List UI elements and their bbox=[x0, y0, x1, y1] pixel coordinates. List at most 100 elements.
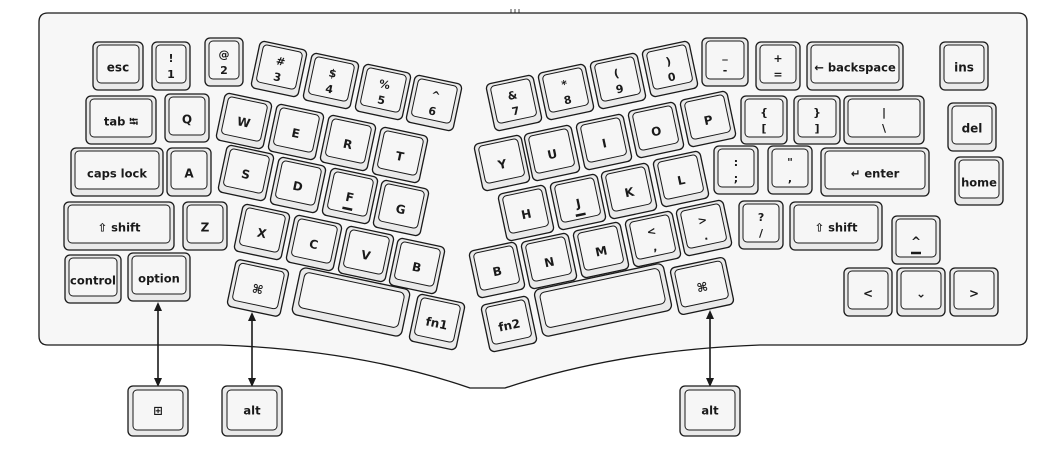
key-t[interactable]: T bbox=[371, 126, 429, 184]
key-u-keycap-top bbox=[528, 128, 575, 174]
key-u[interactable]: U bbox=[523, 124, 581, 182]
key-7[interactable]: &7 bbox=[485, 74, 543, 132]
key-left-legend: < bbox=[863, 287, 873, 301]
key-control[interactable]: control bbox=[64, 254, 122, 304]
key-caps-lock[interactable]: caps lock bbox=[70, 147, 164, 197]
key-left[interactable]: < bbox=[843, 267, 893, 317]
key-d[interactable]: D bbox=[269, 156, 327, 214]
key-j[interactable]: J bbox=[549, 173, 607, 231]
key-l-keycap-top bbox=[657, 154, 704, 200]
key-1[interactable]: !1 bbox=[151, 41, 191, 91]
key-k[interactable]: K bbox=[600, 162, 658, 220]
key-e[interactable]: E bbox=[267, 103, 325, 161]
key-d-legend: D bbox=[291, 179, 304, 195]
key-p[interactable]: P bbox=[679, 90, 737, 148]
key-o[interactable]: O bbox=[627, 101, 685, 159]
key-v[interactable]: V bbox=[337, 225, 395, 283]
key-4[interactable]: $4 bbox=[302, 52, 360, 110]
key-period[interactable]: >. bbox=[675, 199, 733, 257]
key-s-keycap-top bbox=[223, 148, 270, 194]
key-del[interactable]: del bbox=[947, 102, 997, 152]
key-slash[interactable]: ?/ bbox=[738, 200, 784, 250]
key-c[interactable]: C bbox=[285, 214, 343, 272]
key-5-keycap-top bbox=[360, 67, 407, 113]
key-n-legend: N bbox=[543, 255, 556, 271]
key-equal[interactable]: += bbox=[755, 41, 801, 91]
key-comma[interactable]: <, bbox=[624, 210, 682, 268]
key-esc[interactable]: esc bbox=[92, 41, 144, 91]
key-quote[interactable]: ", bbox=[767, 145, 813, 195]
key-f[interactable]: F bbox=[321, 167, 379, 225]
key-1-shift-legend: ! bbox=[168, 52, 173, 65]
key-7-legend: 7 bbox=[511, 104, 521, 118]
space-bar-right[interactable] bbox=[533, 263, 673, 337]
key-quote-legend: , bbox=[788, 172, 792, 185]
key-y-legend: Y bbox=[496, 157, 509, 173]
key-right[interactable]: > bbox=[949, 267, 999, 317]
key-q[interactable]: Q bbox=[164, 93, 210, 143]
key-cmd-left[interactable]: ⌘ bbox=[226, 259, 290, 317]
alt-right-callout-keycap-top bbox=[684, 389, 736, 431]
key-home[interactable]: home bbox=[954, 156, 1004, 206]
key-enter[interactable]: ↵ enter bbox=[820, 147, 930, 197]
key-0[interactable]: )0 bbox=[641, 40, 699, 98]
key-fn1[interactable]: fn1 bbox=[408, 293, 466, 351]
key-s[interactable]: S bbox=[217, 144, 275, 202]
key-w-keycap-top bbox=[221, 96, 268, 142]
key-down[interactable]: ⌄ bbox=[896, 267, 946, 317]
key-up[interactable]: ^ bbox=[891, 215, 941, 265]
key-backslash-shift-legend: | bbox=[882, 106, 886, 119]
key-m[interactable]: M bbox=[572, 221, 630, 279]
key-s-legend: S bbox=[240, 167, 251, 182]
key-minus[interactable]: _- bbox=[701, 37, 749, 87]
key-9[interactable]: (9 bbox=[589, 52, 647, 110]
key-i[interactable]: I bbox=[575, 113, 633, 171]
key-fn2[interactable]: fn2 bbox=[480, 295, 538, 353]
key-left-shift[interactable]: ⇧ shift bbox=[63, 201, 175, 251]
key-b-right[interactable]: B bbox=[468, 241, 526, 299]
key-b-left[interactable]: B bbox=[388, 237, 446, 295]
key-backspace-legend: ← backspace bbox=[814, 61, 896, 75]
key-slash-legend: / bbox=[759, 227, 764, 240]
key-g-legend: G bbox=[394, 202, 407, 218]
key-q-legend: Q bbox=[182, 113, 192, 127]
key-option[interactable]: option bbox=[127, 252, 191, 302]
keys-layer: esc!1 @2#3$4%5^6&7*8(9)0_-+= ← backspace in… bbox=[63, 37, 1004, 353]
key-w[interactable]: W bbox=[215, 92, 273, 150]
key-backspace[interactable]: ← backspace bbox=[806, 41, 904, 91]
key-k-keycap-top bbox=[605, 166, 652, 212]
space-bar-left[interactable] bbox=[291, 267, 411, 337]
key-tab[interactable]: tab ⭾ bbox=[85, 95, 157, 145]
key-x[interactable]: X bbox=[233, 203, 291, 261]
key-option-keycap-top bbox=[131, 255, 187, 295]
key-z[interactable]: Z bbox=[182, 201, 228, 251]
key-y[interactable]: Y bbox=[473, 134, 531, 192]
key-2-shift-legend: @ bbox=[219, 48, 230, 61]
key-n[interactable]: N bbox=[520, 232, 578, 290]
key-backslash-keycap-top bbox=[847, 98, 921, 138]
key-ins[interactable]: ins bbox=[939, 41, 989, 91]
key-a[interactable]: A bbox=[166, 147, 212, 197]
key-6[interactable]: ^6 bbox=[405, 74, 463, 132]
key-m-keycap-top bbox=[577, 225, 624, 271]
key-r[interactable]: R bbox=[319, 114, 377, 172]
key-h-keycap-top bbox=[502, 188, 549, 234]
key-g[interactable]: G bbox=[372, 179, 430, 237]
key-2[interactable]: @2 bbox=[204, 37, 244, 87]
key-3[interactable]: #3 bbox=[250, 40, 308, 98]
key-backspace-keycap-top bbox=[810, 44, 900, 84]
key-a-keycap-top bbox=[170, 150, 208, 190]
key-right-shift[interactable]: ⇧ shift bbox=[789, 201, 883, 251]
key-backslash[interactable]: |\ bbox=[843, 95, 925, 145]
alt-right-callout: alt bbox=[679, 385, 741, 437]
key-h[interactable]: H bbox=[497, 184, 555, 242]
key-8[interactable]: *8 bbox=[537, 63, 595, 121]
key-cmd-right[interactable]: ⌘ bbox=[669, 256, 735, 316]
windows-key-callout-legend: ⊞ bbox=[153, 404, 163, 418]
key-semicolon[interactable]: :; bbox=[713, 145, 759, 195]
key-left-bracket[interactable]: {[ bbox=[740, 95, 788, 145]
key-5[interactable]: %5 bbox=[354, 63, 412, 121]
key-right-bracket[interactable]: }] bbox=[793, 95, 841, 145]
key-i-keycap-top bbox=[580, 117, 627, 163]
key-l[interactable]: L bbox=[652, 150, 710, 208]
